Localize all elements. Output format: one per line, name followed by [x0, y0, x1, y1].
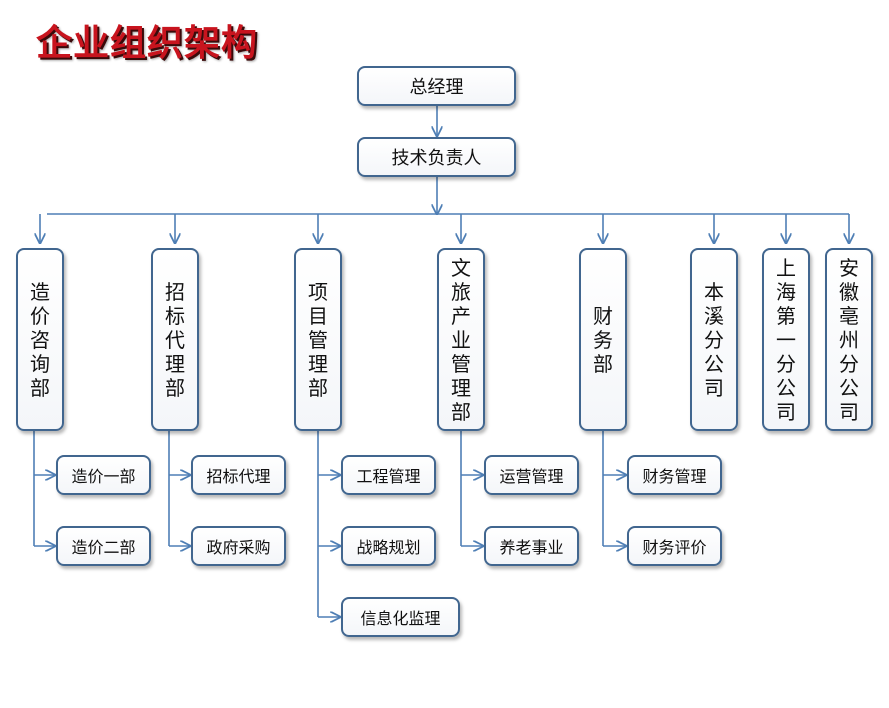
- sub-elderly-care[interactable]: 养老事业: [484, 526, 579, 566]
- sub-label: 工程管理: [356, 467, 421, 486]
- branch-shanghai-first[interactable]: 上海第一分公司: [762, 248, 810, 431]
- sub-operations-management[interactable]: 运营管理: [484, 455, 579, 495]
- node-tech-lead-label: 技术负责人: [391, 148, 482, 169]
- sub-engineering-management[interactable]: 工程管理: [341, 455, 436, 495]
- dept-label: 造价咨询部: [30, 279, 50, 400]
- dept-label: 安徽亳州分公司: [839, 255, 859, 424]
- dept-finance[interactable]: 财务部: [579, 248, 627, 431]
- dept-label: 项目管理部: [308, 279, 328, 400]
- sub-financial-management[interactable]: 财务管理: [627, 455, 722, 495]
- sub-label: 养老事业: [499, 538, 564, 557]
- sub-label: 招标代理: [206, 467, 271, 486]
- sub-label: 财务管理: [642, 467, 707, 486]
- dept-culture-tourism[interactable]: 文旅产业管理部: [437, 248, 485, 431]
- dept-label: 财务部: [593, 303, 613, 376]
- branch-anhui-bozhou[interactable]: 安徽亳州分公司: [825, 248, 873, 431]
- sub-label: 造价一部: [71, 467, 136, 486]
- sub-label: 政府采购: [206, 538, 271, 557]
- sub-label: 战略规划: [356, 538, 421, 557]
- page-title: 企业组织架构: [36, 23, 259, 64]
- node-tech-lead[interactable]: 技术负责人: [357, 137, 516, 177]
- sub-label: 造价二部: [71, 538, 136, 557]
- sub-bidding-agency[interactable]: 招标代理: [191, 455, 286, 495]
- sub-cost-dept-2[interactable]: 造价二部: [56, 526, 151, 566]
- sub-label: 财务评价: [642, 538, 707, 557]
- sub-label: 运营管理: [499, 467, 564, 486]
- branch-benxi[interactable]: 本溪分公司: [690, 248, 738, 431]
- dept-project-management[interactable]: 项目管理部: [294, 248, 342, 431]
- dept-bidding-agency[interactable]: 招标代理部: [151, 248, 199, 431]
- sub-label: 信息化监理: [360, 609, 441, 628]
- sub-it-supervision[interactable]: 信息化监理: [341, 597, 460, 637]
- node-ceo-label: 总经理: [409, 77, 464, 98]
- dept-label: 上海第一分公司: [776, 255, 796, 424]
- sub-government-procurement[interactable]: 政府采购: [191, 526, 286, 566]
- node-ceo[interactable]: 总经理: [357, 66, 516, 106]
- dept-cost-consulting[interactable]: 造价咨询部: [16, 248, 64, 431]
- sub-cost-dept-1[interactable]: 造价一部: [56, 455, 151, 495]
- dept-label: 文旅产业管理部: [451, 255, 471, 424]
- sub-strategic-planning[interactable]: 战略规划: [341, 526, 436, 566]
- dept-label: 本溪分公司: [704, 279, 724, 400]
- sub-financial-evaluation[interactable]: 财务评价: [627, 526, 722, 566]
- dept-label: 招标代理部: [165, 279, 185, 400]
